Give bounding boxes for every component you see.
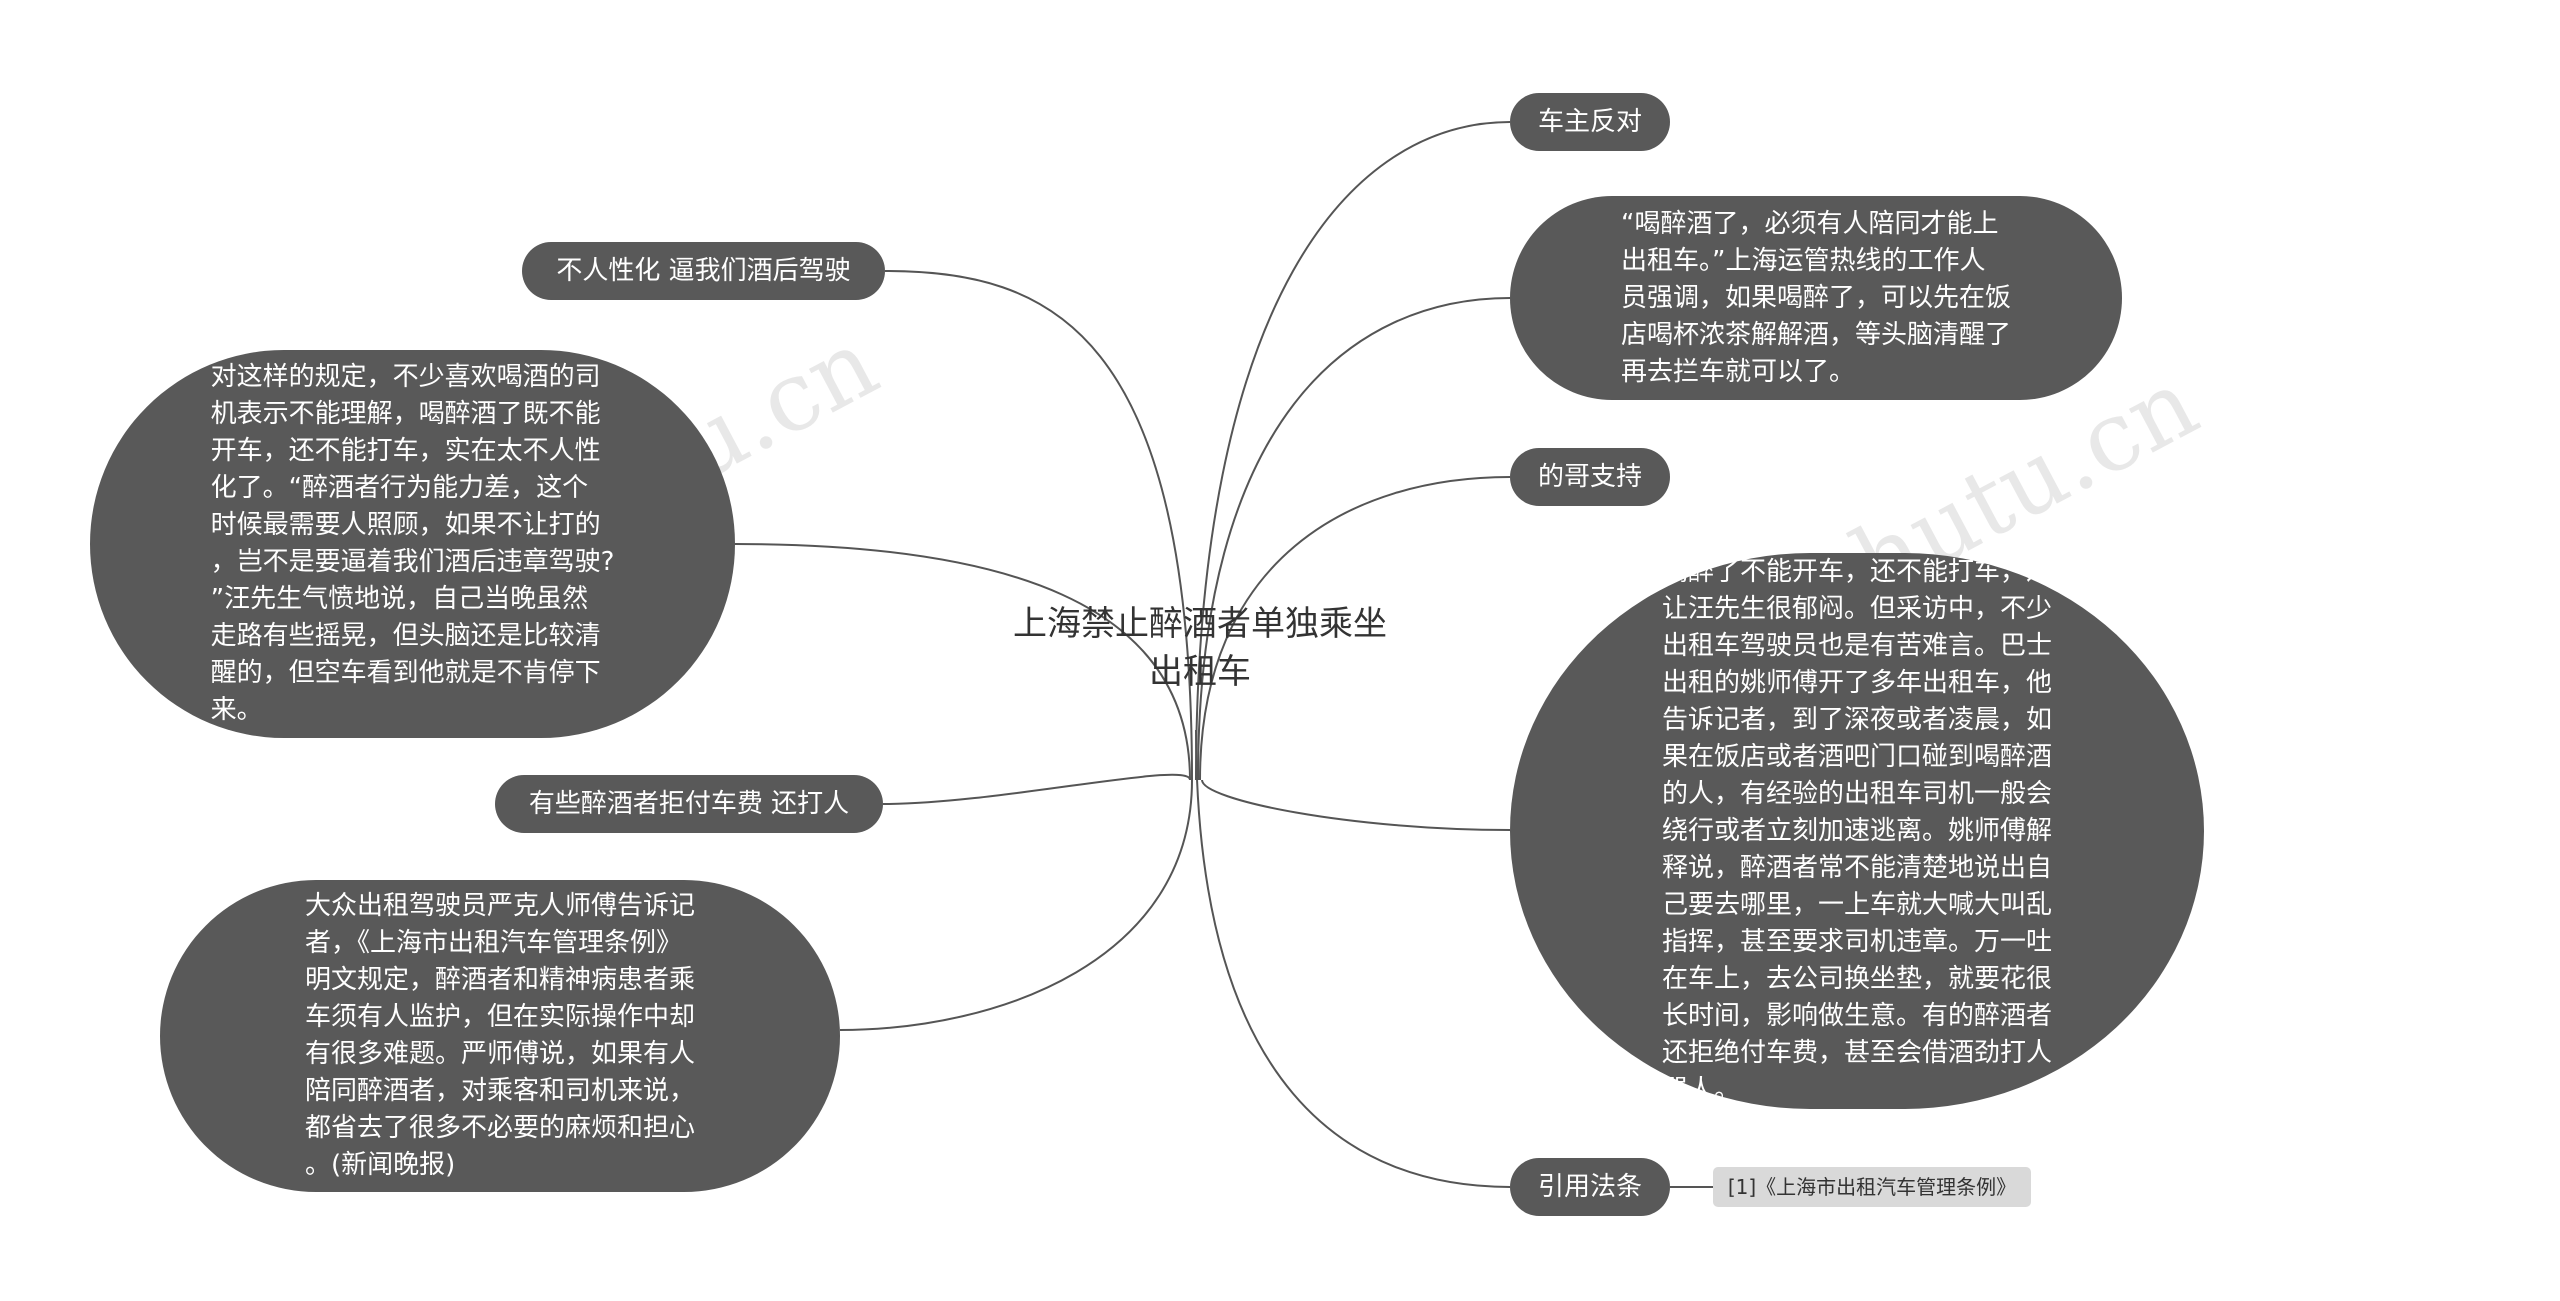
node-drinkers-complaint[interactable]: 对这样的规定，不少喜欢喝酒的司 机表示不能理解，喝醉酒了既不能 开车，还不能打车… [90,350,735,738]
connector-left-3 [882,773,1191,805]
connector-right-1 [1195,121,1511,781]
node-hotline-statement[interactable]: “喝醉酒了，必须有人陪同才能上 出租车。”上海运管热线的工作人 员强调，如果喝醉… [1510,196,2122,400]
node-cited-law[interactable]: 引用法条 [1510,1158,1670,1216]
connector-right-2 [1197,297,1511,781]
node-label: 不人性化 逼我们酒后驾驶 [556,255,851,286]
node-label: 有些醉酒者拒付车费 还打人 [528,788,850,819]
node-refuse-fare[interactable]: 有些醉酒者拒付车费 还打人 [495,775,883,833]
node-car-owners-oppose[interactable]: 车主反对 [1510,93,1670,151]
connector-right-5 [1195,729,1511,1188]
node-text: 对这样的规定，不少喜欢喝酒的司 机表示不能理解，喝醉酒了既不能 开车，还不能打车… [210,362,615,725]
connector-left-4 [839,779,1193,1031]
node-not-humane[interactable]: 不人性化 逼我们酒后驾驶 [522,242,885,300]
node-text: “喝醉酒了，必须有人陪同才能上 出租车。”上海运管热线的工作人 员强调，如果喝醉… [1620,208,2011,387]
reference-tag[interactable]: [1]《上海市出租汽车管理条例》 [1713,1167,2031,1207]
node-label: 的哥支持 [1537,461,1642,492]
node-label: 车主反对 [1537,106,1642,137]
connector-left-2 [734,543,1191,781]
node-driver-yan-statement[interactable]: 大众出租驾驶员严克人师傅告诉记 者，《上海市出租汽车管理条例》 明文规定，醉酒者… [160,880,840,1192]
node-text: 大众出租驾驶员严克人师傅告诉记 者，《上海市出租汽车管理条例》 明文规定，醉酒者… [304,891,695,1180]
node-label: 引用法条 [1537,1171,1642,1202]
node-text: 喝醉了不能开车，还不能打车，这 让汪先生很郁闷。但采访中，不少 出租车驾驶员也是… [1661,556,2052,1105]
central-topic[interactable]: 上海禁止醉酒者单独乘坐 出租车 [1013,604,1387,692]
node-driver-difficulties[interactable]: 喝醉了不能开车，还不能打车，这 让汪先生很郁闷。但采访中，不少 出租车驾驶员也是… [1510,553,2204,1109]
connector-right-3 [1199,476,1511,781]
node-drivers-support[interactable]: 的哥支持 [1510,448,1670,506]
connector-right-4 [1201,779,1511,831]
connector-left-1 [884,270,1193,781]
